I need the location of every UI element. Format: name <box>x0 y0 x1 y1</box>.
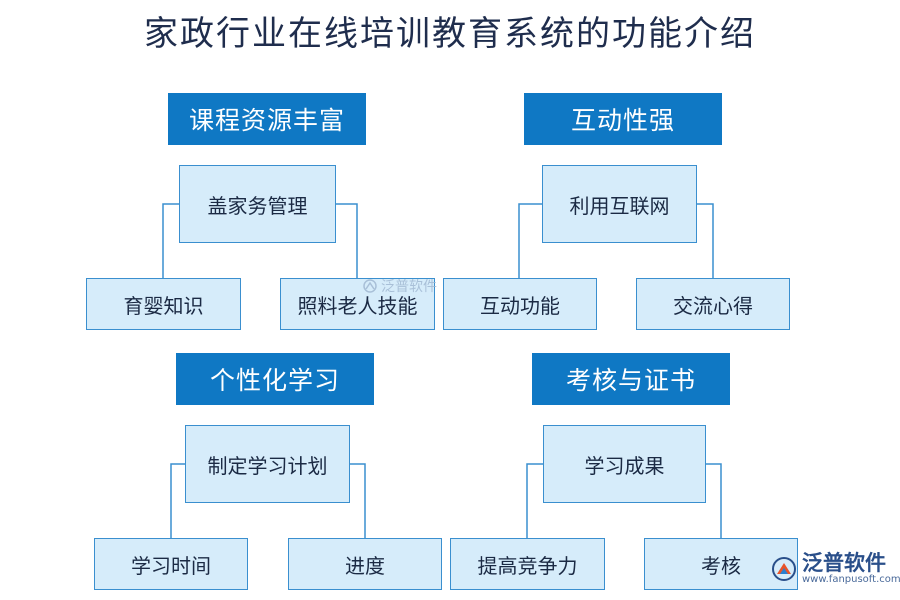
node-child: 育婴知识 <box>86 278 241 330</box>
watermark: 泛普软件 <box>362 276 437 296</box>
connector-line <box>162 203 179 278</box>
connector-line <box>526 463 543 538</box>
node-child: 考核 <box>644 538 798 590</box>
connector-line <box>336 203 358 278</box>
node-parent: 盖家务管理 <box>179 165 336 243</box>
brand-url: www.fanpusoft.com <box>802 574 900 585</box>
connector-line <box>706 463 722 538</box>
brand-name: 泛普软件 <box>802 551 886 575</box>
connector-line <box>697 203 714 278</box>
connector-line <box>350 463 366 538</box>
node-child: 提高竞争力 <box>450 538 605 590</box>
node-child: 照料老人技能 <box>280 278 435 330</box>
header-course-resources: 课程资源丰富 <box>168 93 366 145</box>
header-personalized-learning: 个性化学习 <box>176 353 374 405</box>
node-child: 互动功能 <box>443 278 597 330</box>
page-title: 家政行业在线培训教育系统的功能介绍 <box>144 14 756 54</box>
node-child: 交流心得 <box>636 278 790 330</box>
header-assessment-certificate: 考核与证书 <box>532 353 730 405</box>
connector-line <box>170 463 185 538</box>
node-parent: 学习成果 <box>543 425 706 503</box>
watermark-text: 泛普软件 <box>381 279 437 295</box>
connector-line <box>518 203 542 278</box>
header-interactivity: 互动性强 <box>524 93 722 145</box>
watermark-logo-icon <box>363 279 377 293</box>
node-child: 学习时间 <box>94 538 248 590</box>
node-child: 进度 <box>288 538 442 590</box>
brand-logo-icon <box>772 556 796 581</box>
node-parent: 制定学习计划 <box>185 425 350 503</box>
node-parent: 利用互联网 <box>542 165 697 243</box>
brand-logo: 泛普软件 www.fanpusoft.com <box>770 552 900 585</box>
